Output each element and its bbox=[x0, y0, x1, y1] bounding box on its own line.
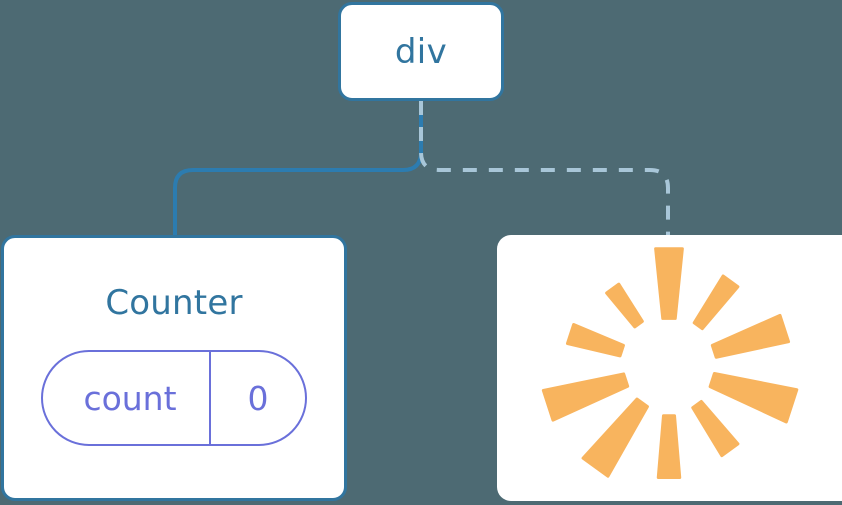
spark-ray-1 bbox=[692, 274, 740, 331]
spark-ray-5 bbox=[656, 414, 682, 479]
spark-ray-8 bbox=[565, 323, 625, 358]
spark-ray-2 bbox=[710, 313, 791, 359]
edge-div-spinner bbox=[419, 101, 670, 236]
edge-div-counter bbox=[173, 99, 423, 238]
state-key-label: count bbox=[83, 378, 177, 418]
spark-ray-7 bbox=[541, 372, 630, 422]
spark-ray-4 bbox=[691, 399, 740, 458]
sparkle-burst-icon bbox=[541, 247, 799, 479]
node-counter-label: Counter bbox=[105, 283, 243, 323]
node-spinner[interactable] bbox=[497, 235, 842, 501]
node-div[interactable]: div bbox=[338, 2, 504, 101]
state-value-label: 0 bbox=[209, 352, 305, 444]
spark-ray-9 bbox=[605, 282, 644, 329]
node-counter[interactable]: Counter count 0 bbox=[1, 235, 347, 501]
spark-ray-6 bbox=[581, 397, 649, 478]
node-div-label: div bbox=[394, 31, 448, 72]
state-pill-count[interactable]: count 0 bbox=[41, 350, 307, 446]
spark-ray-3 bbox=[708, 371, 799, 424]
spark-ray-0 bbox=[654, 247, 684, 320]
